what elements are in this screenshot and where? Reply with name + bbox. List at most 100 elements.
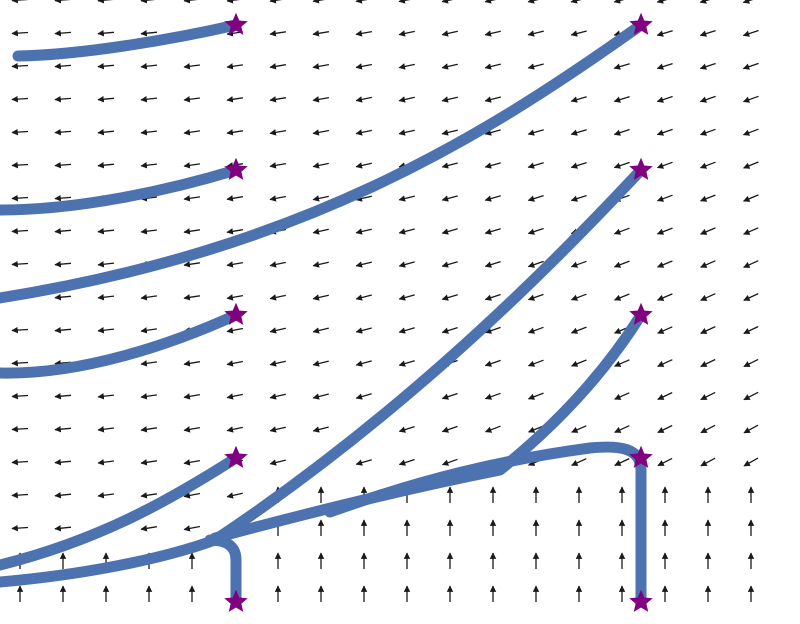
field-arrow (355, 261, 372, 268)
field-arrow (11, 425, 29, 433)
field-arrow (484, 96, 501, 103)
field-arrow (613, 0, 625, 4)
trajectory-line (204, 534, 242, 608)
field-arrow (699, 95, 716, 103)
field-arrow (484, 293, 501, 301)
field-arrow (699, 62, 716, 70)
field-arrow (742, 62, 759, 70)
field-arrow (183, 228, 200, 235)
field-arrow (11, 524, 29, 532)
field-arrow (743, 358, 759, 368)
field-arrow (441, 0, 454, 4)
field-arrow (355, 162, 372, 169)
field-arrow (700, 260, 716, 268)
field-arrow (54, 0, 72, 4)
field-arrow (657, 326, 673, 334)
field-arrow (355, 393, 372, 400)
trajectory-line (324, 441, 647, 608)
trajectory-curves (0, 19, 647, 608)
field-arrow (398, 327, 415, 334)
field-arrow (269, 261, 286, 268)
field-arrow (699, 29, 716, 37)
field-arrow (656, 260, 673, 268)
field-arrow (226, 426, 243, 433)
field-arrow (742, 128, 759, 136)
field-arrow (613, 260, 630, 268)
field-arrow (700, 457, 716, 467)
field-arrow (226, 294, 244, 301)
field-arrow (657, 293, 673, 301)
field-arrow (312, 195, 329, 202)
field-arrow (140, 63, 158, 70)
field-arrow (484, 359, 501, 367)
field-arrow (97, 128, 115, 136)
field-arrow (97, 227, 115, 235)
field-arrow (97, 29, 115, 37)
field-arrow (484, 30, 501, 37)
field-arrow (97, 426, 114, 433)
field-arrow (527, 162, 544, 169)
field-arrow (312, 0, 326, 4)
field-arrow (11, 0, 29, 4)
field-arrow (54, 95, 72, 103)
field-arrow (11, 194, 29, 202)
field-arrow (657, 424, 673, 434)
field-arrow (54, 227, 72, 235)
field-arrow (183, 525, 201, 532)
field-arrow (441, 162, 458, 169)
field-arrow (398, 228, 415, 235)
field-arrow (54, 392, 72, 400)
field-arrow (527, 293, 544, 301)
field-arrow (54, 326, 72, 334)
field-arrow (355, 294, 372, 301)
star-icon (224, 445, 248, 468)
field-arrow (527, 194, 544, 202)
field-arrow (484, 228, 501, 235)
field-arrow (441, 425, 458, 433)
field-arrow (54, 194, 72, 202)
field-arrow (743, 293, 759, 301)
field-arrow (183, 261, 200, 268)
field-arrow (656, 0, 668, 4)
field-arrow (527, 63, 544, 70)
field-arrow (484, 195, 501, 202)
field-arrow (699, 161, 716, 169)
field-arrow (11, 458, 29, 466)
field-arrow (700, 227, 716, 235)
field-arrow (54, 524, 72, 532)
field-arrow (527, 392, 544, 400)
field-arrow (312, 228, 329, 235)
field-arrow (441, 30, 458, 37)
trajectory-line (12, 19, 242, 62)
field-arrow (140, 327, 157, 334)
field-arrow (743, 424, 759, 434)
field-arrow (614, 359, 630, 367)
field-arrow (700, 326, 716, 334)
field-arrow (700, 293, 716, 301)
field-arrow (312, 360, 329, 367)
field-arrow (527, 326, 544, 334)
star-icon (629, 157, 653, 180)
field-arrow (441, 195, 458, 202)
field-arrow (226, 327, 244, 334)
field-arrow (743, 260, 759, 268)
field-arrow (183, 459, 201, 466)
field-arrow (312, 261, 329, 268)
field-arrow (699, 0, 711, 4)
field-arrow (11, 392, 29, 400)
field-arrow (11, 359, 29, 367)
field-arrow (527, 129, 544, 136)
field-arrow (140, 96, 158, 103)
field-arrow (699, 194, 716, 202)
field-arrow (183, 492, 201, 499)
field-arrow (226, 492, 243, 499)
trajectory-line (209, 309, 647, 544)
field-arrow (355, 96, 372, 103)
field-arrow (54, 128, 72, 136)
field-arrow (398, 294, 415, 301)
field-arrow (527, 359, 544, 367)
field-arrow (656, 161, 673, 169)
field-arrow (312, 63, 330, 70)
field-arrow (398, 261, 415, 268)
